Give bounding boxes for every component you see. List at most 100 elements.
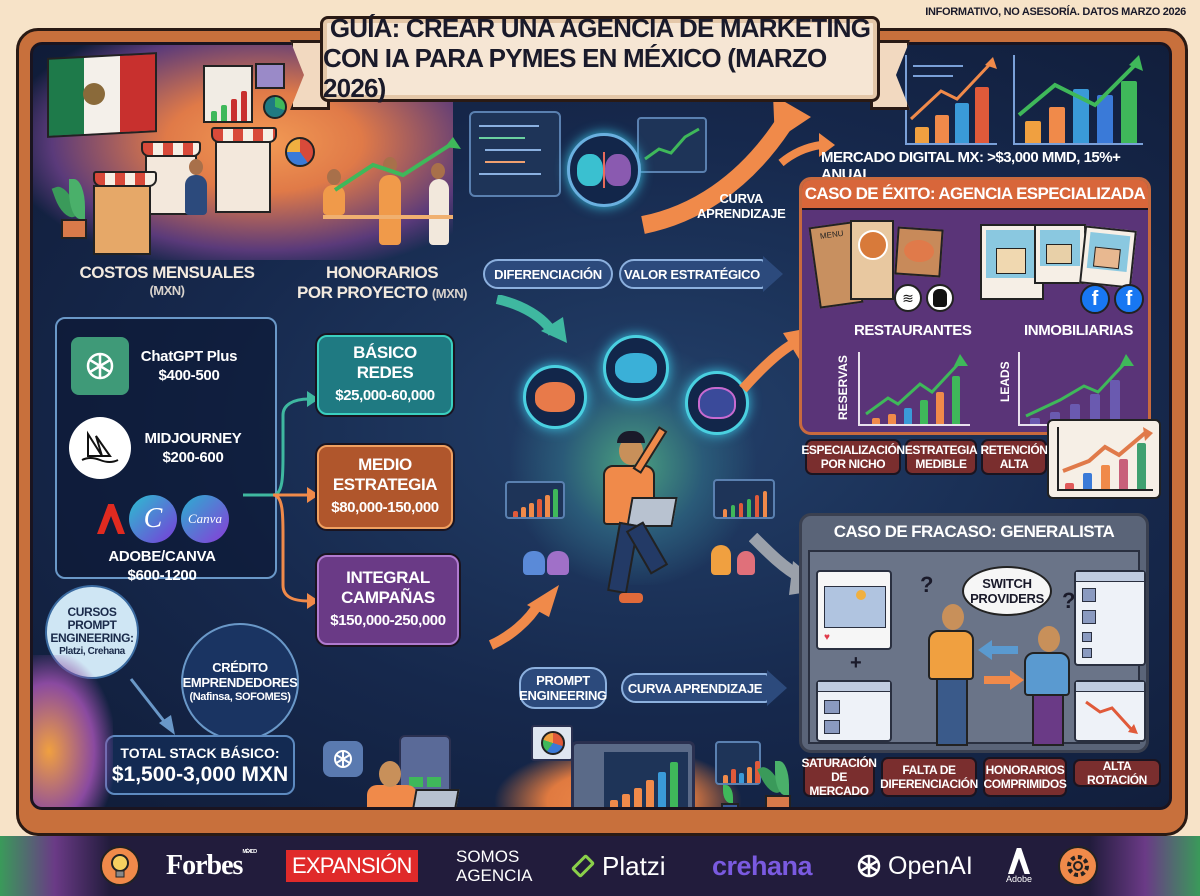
growth-chart-2 <box>1013 55 1143 145</box>
laptop-icon <box>410 789 460 807</box>
midjourney-sailboat-icon <box>69 417 131 479</box>
monthly-costs-panel: ChatGPT Plus$400-500 MIDJOURNEY$200-600 … <box>55 317 277 584</box>
legs <box>936 678 968 746</box>
pie-chart-icon <box>263 95 287 119</box>
expansion-logo: EXPANSIÓN <box>286 850 418 882</box>
fee-tier-medio: MEDIO ESTRATEGIA $80,000-150,000 <box>317 445 453 529</box>
decorative-leaves <box>0 836 110 896</box>
person-head-icon <box>942 604 964 630</box>
chart-card-icon <box>203 65 253 123</box>
question-mark-icon: ? <box>920 572 934 597</box>
small-orange-arrow-icon <box>778 133 835 167</box>
person-desk-icon <box>367 785 417 807</box>
document-icon <box>215 141 271 213</box>
tag-high-turnover: ALTA ROTACIÓN <box>1073 759 1161 787</box>
reservations-axis-label: RESERVAS <box>836 355 850 420</box>
team-member-icon <box>523 551 545 575</box>
team-member-icon <box>711 545 731 575</box>
storefront-icon <box>93 185 151 255</box>
person-head-icon <box>379 761 401 787</box>
chatgpt-bubble-icon <box>323 741 363 777</box>
eagle-emblem-icon <box>83 83 105 105</box>
adobe-logo: Adobe <box>1006 836 1032 896</box>
dashboard-card-icon <box>713 479 775 519</box>
person-head-icon <box>327 169 341 185</box>
hair <box>617 431 645 443</box>
buffer-layers-icon: ≋ <box>894 284 922 312</box>
adobe-icon <box>1008 848 1031 874</box>
strategic-value-pill: VALOR ESTRATÉGICO <box>619 259 765 289</box>
restaurants-label: RESTAURANTES <box>854 322 972 339</box>
house-photo-icon <box>1079 225 1137 289</box>
adobe-canva-icons: C Canva <box>97 495 229 543</box>
person-head-icon <box>431 163 445 179</box>
crehana-logo: crehana <box>712 850 813 881</box>
website-window-icon <box>816 680 892 742</box>
failure-case-panel: CASO DE FRACASO: GENERALISTA ♥ ? + SWITC… <box>799 513 1149 753</box>
social-post-icon: ♥ <box>816 570 892 650</box>
trend-card-icon <box>255 63 285 89</box>
fee-tier-basico: BÁSICO REDES $25,000-60,000 <box>317 335 453 415</box>
split-brain-icon <box>567 133 641 207</box>
fee-tier-integral: INTEGRAL CAMPAÑAS $150,000-250,000 <box>317 555 459 645</box>
learning-curve-pill: CURVA APRENDIZAJE <box>621 673 769 703</box>
pie-chart-icon <box>285 137 315 167</box>
market-growth-charts <box>889 45 1149 145</box>
decorative-swirl <box>33 655 113 807</box>
arrow-right-icon <box>763 256 783 292</box>
retention-growth-chart <box>1047 419 1161 499</box>
website-window-icon <box>1074 570 1146 666</box>
person-presenter-icon <box>185 175 207 215</box>
facebook-icon: f <box>1080 284 1110 314</box>
platzi-icon <box>570 853 596 879</box>
orange-growth-arrow-icon <box>641 95 811 234</box>
page-title: GUÍA: CREAR UNA AGENCIA DE MARKETING CON… <box>320 13 880 103</box>
brain-orange-icon <box>523 365 587 429</box>
desk <box>323 215 453 219</box>
growth-chart-1 <box>905 55 997 145</box>
trend-card-icon <box>715 741 761 785</box>
brain-circuit-icon <box>685 371 749 435</box>
canva-c-icon: C <box>129 495 177 543</box>
openai-icon <box>857 854 881 878</box>
pie-card-icon <box>531 725 573 761</box>
arrow-right-icon <box>767 670 787 706</box>
green-arrow-icon <box>495 295 567 343</box>
branch-connector <box>243 391 319 609</box>
laptop-icon <box>626 497 678 527</box>
swap-arrows-icon <box>978 640 1024 690</box>
main-board: MERCADO DIGITAL MX: >$3,000 MMD, 15%+ AN… <box>30 42 1172 810</box>
lightbulb-icon <box>100 846 140 886</box>
failure-case-header: CASO DE FRACASO: GENERALISTA <box>833 522 1115 541</box>
food-photo-icon <box>850 220 894 300</box>
house-photo-icon <box>980 224 1044 300</box>
legs <box>1032 694 1064 746</box>
disclaimer: INFORMATIVO, NO ASESORÍA. DATOS MARZO 20… <box>925 6 1186 18</box>
dashboard-card-icon <box>505 481 565 519</box>
canva-logo-icon: Canva <box>181 495 229 543</box>
person-phone-icon <box>429 179 449 245</box>
down-arrow-icon <box>129 678 175 735</box>
tool-chatgpt: ChatGPT Plus$400-500 <box>71 337 239 395</box>
success-case-panel: CASO DE ÉXITO: AGENCIA ESPECIALIZADA MEN… <box>799 177 1151 435</box>
brain-blue-icon <box>603 335 669 401</box>
shoe <box>619 593 643 603</box>
costs-heading: COSTOS MENSUALES (MXN) <box>79 263 255 298</box>
facebook-icon: f <box>1114 284 1144 314</box>
code-window-icon <box>469 111 561 197</box>
openai-icon <box>71 337 129 395</box>
person-head-icon <box>189 159 203 175</box>
confused-man-icon <box>928 630 974 680</box>
success-case-header: CASO DE ÉXITO: AGENCIA ESPECIALIZADA <box>802 180 1148 210</box>
hootsuite-owl-icon <box>926 284 954 312</box>
